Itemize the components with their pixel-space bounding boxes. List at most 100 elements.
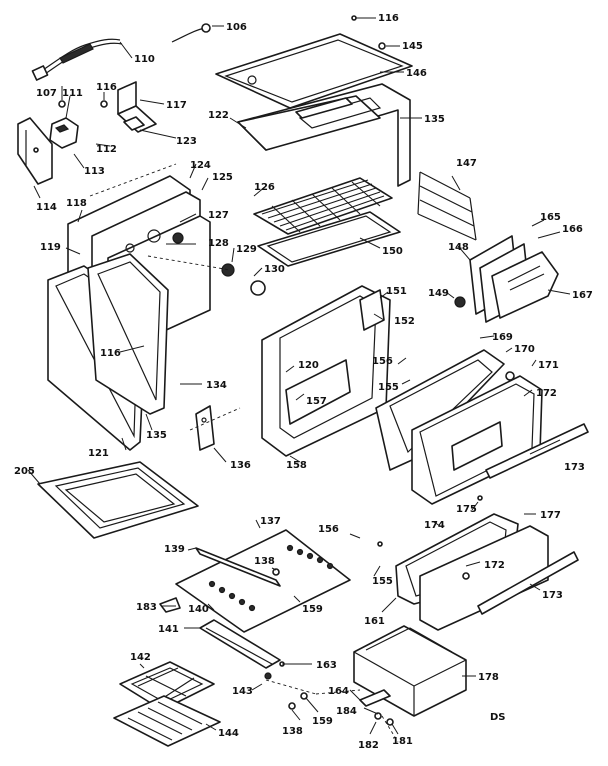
diagram-code: DS — [490, 712, 506, 723]
part-label: 147 — [456, 158, 477, 169]
broiler-pan — [37, 461, 199, 539]
part-label: 182 — [358, 740, 379, 751]
part-label: 167 — [572, 290, 593, 301]
small-fittings — [172, 232, 266, 296]
part-label: 140 — [188, 604, 209, 615]
part-label: 163 — [316, 660, 337, 671]
part-label: 149 — [428, 288, 449, 299]
part-label: 139 — [164, 544, 185, 555]
insulation-panels — [454, 235, 559, 323]
part-label: 138 — [282, 726, 303, 737]
part-label: 128 — [208, 238, 229, 249]
part-label: 159 — [312, 716, 333, 727]
part-label: 175 — [456, 504, 477, 515]
part-label: 117 — [166, 100, 187, 111]
part-label: 110 — [134, 54, 155, 65]
part-label: 169 — [492, 332, 513, 343]
part-label: 171 — [538, 360, 559, 371]
part-label: 181 — [392, 736, 413, 747]
part-label: 126 — [254, 182, 275, 193]
drawer-handle — [477, 551, 579, 615]
part-label: 116 — [96, 82, 117, 93]
drawer-hardware — [288, 689, 394, 726]
part-label: 170 — [514, 344, 535, 355]
part-label: 148 — [448, 242, 469, 253]
part-label: 138 — [254, 556, 275, 567]
part-label: 156 — [372, 356, 393, 367]
alignment-lines — [89, 163, 399, 743]
leader-lines — [27, 17, 571, 735]
control-trim — [199, 619, 281, 669]
part-label: 173 — [542, 590, 563, 601]
part-label: 173 — [564, 462, 585, 473]
part-label: 111 — [62, 88, 83, 99]
wire-part — [171, 23, 211, 43]
trim-strip — [195, 547, 281, 587]
part-label: 145 — [402, 41, 423, 52]
oven-rack — [253, 177, 393, 235]
part-label: 124 — [190, 160, 211, 171]
part-label: 151 — [386, 286, 407, 297]
cooktop-panel — [215, 15, 413, 109]
part-label: 141 — [158, 624, 179, 635]
part-label: 150 — [382, 246, 403, 257]
side-bracket — [17, 117, 53, 185]
side-panel-inner — [87, 253, 169, 415]
part-label: 183 — [136, 602, 157, 613]
part-label: 118 — [66, 198, 87, 209]
part-label: 165 — [540, 212, 561, 223]
part-label: 135 — [146, 430, 167, 441]
part-label: 127 — [208, 210, 229, 221]
part-label: 120 — [298, 360, 319, 371]
part-label: 136 — [230, 460, 251, 471]
part-label: 143 — [232, 686, 253, 697]
part-label: 144 — [218, 728, 239, 739]
part-label: 178 — [478, 672, 499, 683]
part-label: 121 — [88, 448, 109, 459]
bake-element-pan — [257, 211, 401, 267]
part-label: 142 — [130, 652, 151, 663]
part-label: 164 — [328, 686, 349, 697]
terminal-block — [49, 100, 79, 149]
part-label: 137 — [260, 516, 281, 527]
part-label: 113 — [84, 166, 105, 177]
bracket — [159, 597, 181, 613]
part-label: 152 — [394, 316, 415, 327]
part-label: 205 — [14, 466, 35, 477]
power-cord — [31, 38, 123, 81]
door-hinge — [195, 405, 215, 451]
part-label: 172 — [484, 560, 505, 571]
broiler-tray — [113, 661, 221, 747]
part-label: 119 — [40, 242, 61, 253]
part-label: 116 — [100, 348, 121, 359]
part-label: 122 — [208, 110, 229, 121]
part-label: 106 — [226, 22, 247, 33]
part-label: 146 — [406, 68, 427, 79]
side-rack — [417, 171, 477, 241]
part-number-labels: 116 106 145 110 146 107 111 116 117 122 … — [14, 13, 593, 751]
part-label: 159 — [302, 604, 323, 615]
part-label: 125 — [212, 172, 233, 183]
part-label: 174 — [424, 520, 445, 531]
control-panel — [175, 529, 351, 633]
part-label: 166 — [562, 224, 583, 235]
fasteners — [264, 42, 483, 680]
part-label: 158 — [286, 460, 307, 471]
part-label: 156 — [318, 524, 339, 535]
oven-front-frame — [261, 285, 391, 457]
part-label: 155 — [378, 382, 399, 393]
oven-body — [237, 83, 411, 187]
part-label: 135 — [424, 114, 445, 125]
part-label: 130 — [264, 264, 285, 275]
part-label: 114 — [36, 202, 57, 213]
part-label: 112 — [96, 144, 117, 155]
part-label: 161 — [364, 616, 385, 627]
part-label: 123 — [176, 136, 197, 147]
part-label: 177 — [540, 510, 561, 521]
part-label: 172 — [536, 388, 557, 399]
part-label: 129 — [236, 244, 257, 255]
part-label: 107 — [36, 88, 57, 99]
part-label: 157 — [306, 396, 327, 407]
part-label: 184 — [336, 706, 357, 717]
